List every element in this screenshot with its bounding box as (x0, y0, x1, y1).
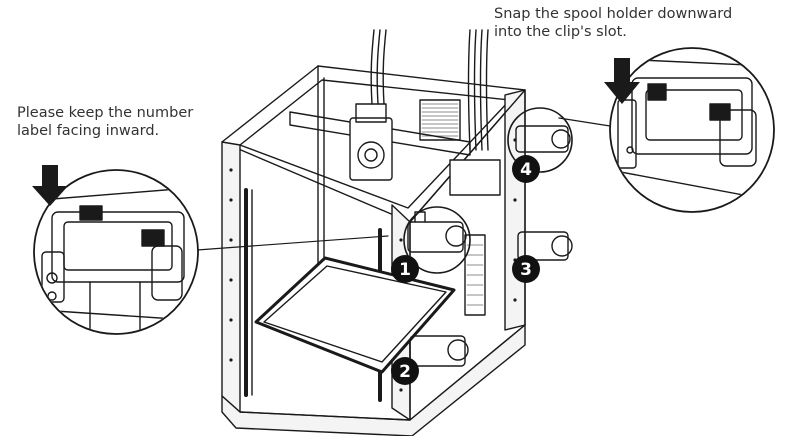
print-head (289, 103, 471, 181)
step-number-1: 1 (399, 260, 411, 280)
zoom-detail-right (609, 47, 775, 213)
build-plate (254, 256, 456, 374)
step-number-2: 2 (399, 362, 411, 382)
connector-box (449, 159, 501, 196)
spool-holder-2 (409, 335, 469, 367)
instruction-text-snap-holder-down: Snap the spool holder downward into the … (494, 6, 733, 40)
step-badge-3: 3 (512, 255, 540, 283)
step-badge-1: 1 (391, 255, 419, 283)
step-number-3: 3 (520, 260, 532, 280)
step-badge-2: 2 (391, 357, 419, 385)
spool-holder-1 (407, 211, 467, 253)
arrow-down-icon-left (32, 165, 68, 206)
highlight-circle-holder-1 (403, 206, 471, 274)
zoom-detail-left (33, 169, 199, 335)
step-badge-4: 4 (512, 155, 540, 183)
vent-grill (419, 99, 486, 316)
spool-holder-3 (517, 231, 573, 261)
highlight-circle-holder-4 (507, 107, 573, 173)
leader-line-right (558, 117, 611, 127)
step-number-4: 4 (520, 160, 532, 180)
arrow-down-icon-right (604, 58, 640, 104)
leader-line-left (196, 235, 389, 251)
cable-bundle (370, 29, 489, 151)
spool-holder-4 (515, 125, 571, 153)
instruction-text-keep-label-inward: Please keep the number label facing inwa… (17, 105, 194, 139)
